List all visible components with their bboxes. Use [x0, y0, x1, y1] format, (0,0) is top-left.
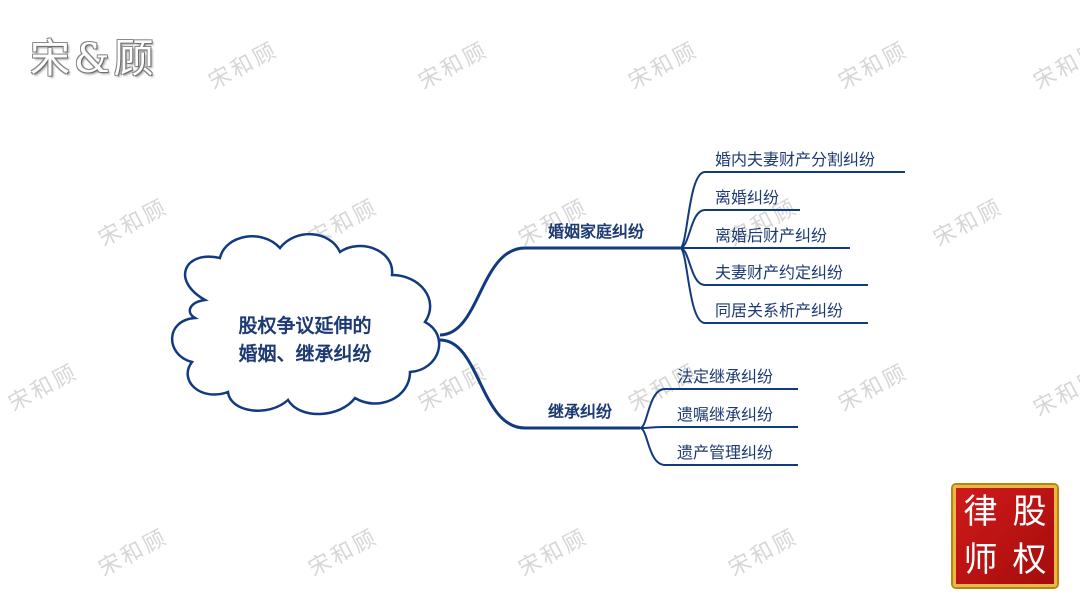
leaf-marriage-1: 婚内夫妻财产分割纠纷	[715, 150, 876, 169]
branch-inheritance: 继承纠纷	[548, 402, 613, 421]
leaf-marriage-3: 离婚后财产纠纷	[715, 226, 828, 245]
root-cloud-shape	[170, 233, 441, 416]
connector-root-branch1	[439, 246, 680, 337]
root-line-1: 股权争议延伸的	[238, 315, 372, 337]
leaf-marriage-4: 夫妻财产约定纠纷	[715, 263, 844, 282]
root-line-2: 婚姻、继承纠纷	[238, 343, 372, 365]
leaf-marriage-2: 离婚纠纷	[715, 188, 780, 207]
leaf-inheritance-1: 法定继承纠纷	[677, 367, 774, 386]
seal-char: 师	[963, 540, 998, 580]
branch1-leaf-connectors	[679, 171, 905, 324]
leaf-inheritance-2: 遗嘱继承纠纷	[677, 405, 774, 424]
root-node: 股权争议延伸的 婚姻、继承纠纷	[200, 312, 410, 368]
logo: 宋&顾	[30, 36, 158, 82]
lawyer-seal: 律 股 师 权	[953, 485, 1057, 587]
seal-char: 权	[1012, 540, 1047, 580]
seal-char: 律	[963, 492, 998, 532]
leaf-inheritance-3: 遗产管理纠纷	[677, 443, 774, 462]
leaf-marriage-5: 同居关系析产纠纷	[715, 301, 844, 320]
branch-marriage-family: 婚姻家庭纠纷	[548, 222, 645, 241]
connector-root-branch2	[439, 338, 640, 430]
seal-char: 股	[1012, 492, 1047, 532]
branch2-leaf-connectors	[639, 388, 798, 466]
